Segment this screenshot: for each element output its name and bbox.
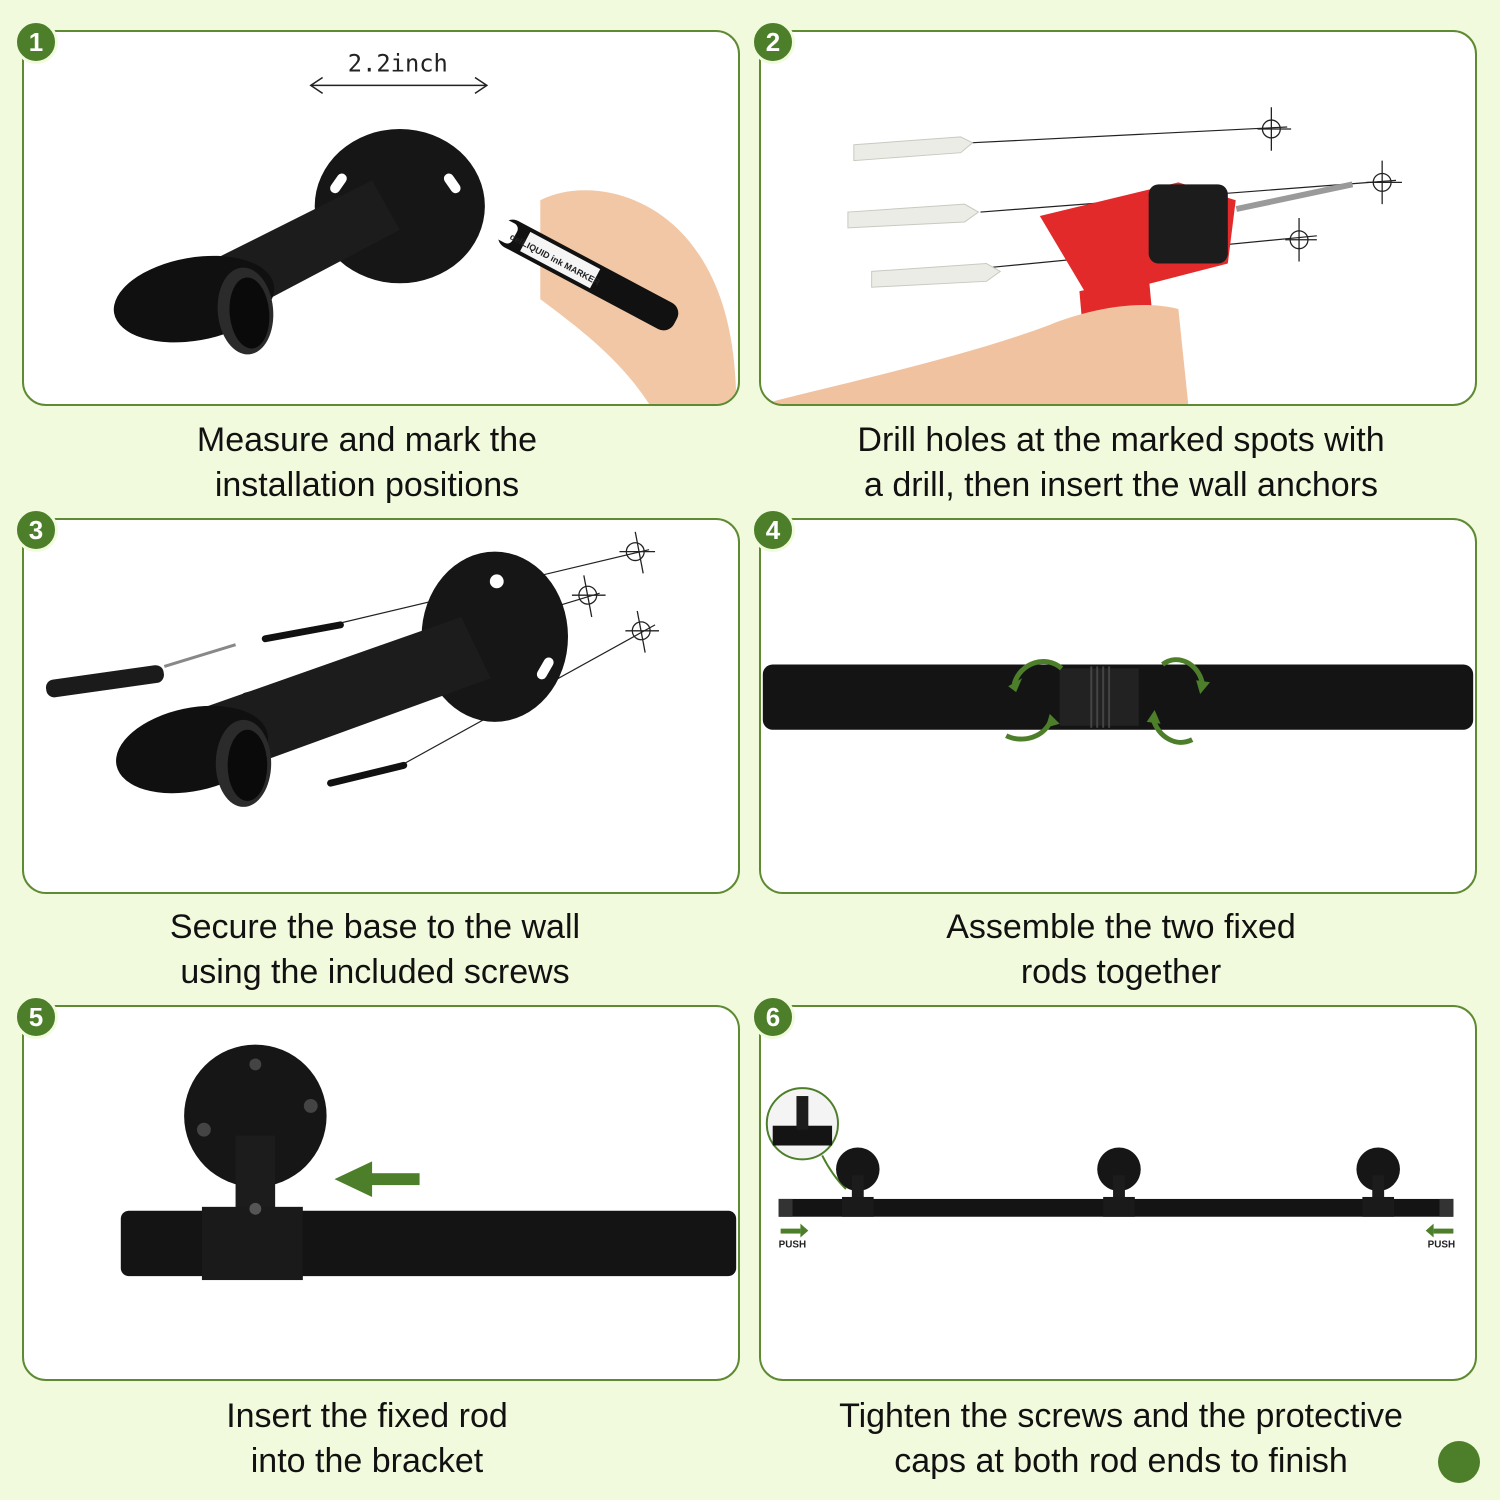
step-3-panel bbox=[22, 518, 740, 894]
step-6-illustration: PUSH PUSH bbox=[765, 1087, 1455, 1250]
crosshair-2 bbox=[571, 575, 606, 618]
step-1-caption: Measure and mark the installation positi… bbox=[196, 421, 538, 504]
step-2-badge: 2 bbox=[751, 20, 795, 64]
svg-text:PUSH: PUSH bbox=[1428, 1239, 1455, 1250]
step-4-illustration bbox=[762, 657, 1474, 745]
step-2-illustration bbox=[762, 107, 1402, 404]
step-4-badge: 4 bbox=[751, 508, 795, 552]
step-3-illustration bbox=[45, 531, 660, 807]
step-2-caption: Drill holes at the marked spots with a d… bbox=[857, 421, 1385, 504]
push-arrow-right: PUSH bbox=[1425, 1223, 1455, 1250]
bracket-right bbox=[1356, 1147, 1400, 1217]
step-3-badge: 3 bbox=[14, 508, 58, 552]
screw-3 bbox=[327, 761, 408, 787]
svg-text:PUSH: PUSH bbox=[779, 1239, 806, 1250]
step-2-panel bbox=[759, 30, 1477, 406]
wall-anchor-1 bbox=[853, 136, 974, 162]
step-1-illustration: 2.2inch LIQUID ink MARKER deli bbox=[113, 50, 737, 404]
wall-anchor-3 bbox=[871, 263, 1002, 288]
bracket-middle bbox=[1097, 1147, 1141, 1217]
rotate-arrow-right-top bbox=[1161, 657, 1205, 684]
green-dot-icon bbox=[1438, 1441, 1480, 1483]
step-5-panel bbox=[22, 1005, 740, 1381]
bracket-hole bbox=[391, 113, 404, 125]
bracket-plate bbox=[184, 1044, 327, 1188]
screwdriver bbox=[45, 643, 236, 698]
crosshair-1 bbox=[1257, 107, 1292, 151]
screw-1 bbox=[261, 621, 344, 643]
step-3-caption: Secure the base to the wall using the in… bbox=[169, 908, 581, 991]
bracket-collar bbox=[201, 1206, 303, 1281]
marker: LIQUID ink MARKER deli bbox=[485, 214, 679, 331]
step-4-caption: Assemble the two fixed rods together bbox=[946, 908, 1296, 991]
step-5-illustration bbox=[120, 1044, 737, 1281]
hand bbox=[762, 305, 1189, 404]
rod-thread bbox=[1090, 666, 1111, 728]
step-1-badge: 1 bbox=[14, 20, 58, 64]
step-1-panel: 2.2inch LIQUID ink MARKER deli bbox=[22, 30, 740, 406]
bracket-left bbox=[836, 1147, 880, 1217]
measure-arrow-left bbox=[309, 76, 324, 94]
wall-anchor-2 bbox=[847, 203, 980, 229]
step-4-panel bbox=[759, 518, 1477, 894]
step-6-caption: Tighten the screws and the protective ca… bbox=[839, 1397, 1403, 1480]
step-6-badge: 6 bbox=[751, 995, 795, 1039]
crosshair-2 bbox=[1366, 160, 1402, 205]
step-5-caption: Insert the fixed rod into the bracket bbox=[226, 1397, 508, 1480]
measure-arrow-right bbox=[474, 76, 489, 94]
crosshair-1 bbox=[619, 531, 656, 574]
step-6-panel: PUSH PUSH bbox=[759, 1005, 1477, 1381]
measure-label: 2.2inch bbox=[348, 50, 448, 78]
push-arrow-left: PUSH bbox=[779, 1223, 809, 1250]
crosshair-3 bbox=[1285, 218, 1317, 262]
rotate-arrow-left-top bbox=[1011, 659, 1064, 686]
insert-arrow bbox=[370, 1173, 420, 1186]
step-5-badge: 5 bbox=[14, 995, 58, 1039]
crosshair-3 bbox=[625, 610, 660, 653]
